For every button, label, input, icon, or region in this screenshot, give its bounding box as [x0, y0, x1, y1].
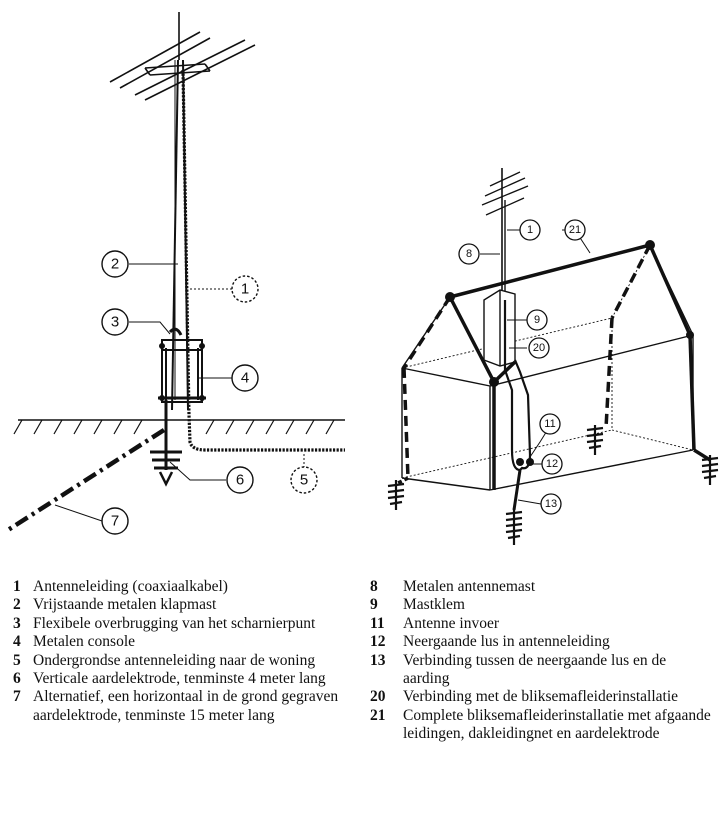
lightning-conductors [395, 243, 711, 490]
callout-11 [539, 413, 561, 435]
legend-item: 7 Alternatief, een horizontaal in de gron… [13, 688, 365, 725]
legend-text: Alternatief, een horizontaal in de grond… [33, 688, 339, 724]
earth-electrode-right [701, 455, 719, 485]
vertical-earth-electrode [150, 400, 182, 487]
legend-text: Verbinding met de bliksemafleiderinstall… [403, 688, 679, 706]
legend-text: Antenneleiding (coaxiaalkabel) [33, 578, 228, 595]
callout-6 [226, 466, 254, 494]
callout-label: 11 [544, 418, 555, 430]
callout-5 [290, 466, 318, 494]
left-callouts [101, 250, 318, 535]
legend-right: 8 Metalen antennemast 9 Mastklem 11 Antenne… [370, 578, 715, 744]
legend-text: Metalen antennemast [403, 578, 536, 595]
mast-housing [483, 289, 516, 367]
legend-number: 3 [13, 614, 21, 632]
callout-1 [231, 275, 259, 303]
callout-label: 9 [534, 314, 540, 326]
legend-number: 7 [13, 688, 21, 706]
callout-label: 12 [546, 458, 558, 470]
callout-label: 20 [533, 342, 545, 354]
junction-dots [445, 240, 694, 466]
legend-item: 2 Vrijstaande metalen klapmast [13, 596, 365, 614]
legend-item: 13 Verbinding tussen de neergaande lus en… [370, 652, 715, 689]
house-lightning-protection-figure: 1 21 8 9 20 11 12 13 [387, 168, 719, 545]
callout-21 [564, 219, 586, 241]
callout-label: 21 [569, 224, 581, 236]
horizontal-earth-electrode [6, 428, 166, 532]
callout-label: 13 [545, 498, 557, 510]
callout-label: 8 [466, 248, 472, 260]
earth-electrode-center [505, 508, 523, 545]
legend-number: 13 [370, 651, 386, 669]
legend-number: 11 [370, 614, 385, 632]
legend-number: 4 [13, 633, 21, 651]
callout-1 [519, 219, 541, 241]
legend-number: 5 [13, 651, 21, 669]
left-coax-cable [181, 69, 345, 452]
earth-electrode-back [586, 425, 604, 455]
callout-label: 3 [111, 314, 119, 331]
legend-text: Verbinding tussen de neergaande lus en d… [403, 651, 667, 688]
ground-surface [13, 419, 345, 435]
legend-item: 8 Metalen antennemast [370, 578, 715, 596]
metal-console [158, 339, 206, 403]
legend-item: 6 Verticale aardelektrode, tenminste 4 me… [13, 670, 365, 688]
callout-label: 2 [111, 256, 119, 273]
callout-2 [101, 250, 129, 278]
callout-12 [541, 453, 563, 475]
callout-9 [526, 309, 548, 331]
legend-item: 4 Metalen console [13, 633, 365, 651]
callout-7 [101, 507, 129, 535]
legend-text: Vrijstaande metalen klapmast [33, 596, 217, 614]
callout-label: 4 [241, 370, 249, 387]
callout-label: 1 [527, 224, 533, 236]
legend-text: Complete bliksemafleiderinstallatie met … [403, 706, 711, 743]
legend-text: Neergaande lus in antenneleiding [403, 633, 610, 651]
legend-item: 21 Complete bliksemafleiderinstallatie me… [370, 707, 715, 744]
callout-20 [528, 337, 550, 359]
house-outline [401, 244, 694, 491]
legend-item: 20 Verbinding met de bliksemafleiderinsta… [370, 688, 715, 706]
loop-to-earth-connection [512, 469, 522, 511]
legend-item: 11 Antenne invoer [370, 615, 715, 633]
freestanding-mast-figure: 2 1 3 4 6 5 7 [6, 12, 345, 535]
legend-number: 2 [13, 596, 21, 614]
callout-label: 7 [111, 513, 119, 530]
callout-4 [231, 364, 259, 392]
callout-label: 6 [236, 472, 244, 489]
legend-text: Flexibele overbrugging van het scharnier… [33, 614, 316, 632]
legend-item: 12 Neergaande lus in antenneleiding [370, 633, 715, 651]
legend-text: Antenne invoer [403, 614, 499, 632]
legend-item: 9 Mastklem [370, 596, 715, 614]
legend-text: Metalen console [33, 633, 136, 651]
legend-number: 1 [13, 578, 21, 595]
callout-13 [540, 493, 562, 515]
legend-number: 6 [13, 670, 21, 688]
antenna-grounding-diagram: 2 1 3 4 6 5 7 [6, 12, 719, 545]
legend-left: 1 Antenneleiding (coaxiaalkabel) 2 Vrijsta… [13, 578, 365, 725]
legend-number: 8 [370, 578, 378, 595]
legend-item: 5 Ondergrondse antenneleiding naar de won… [13, 652, 365, 670]
legend-text: Mastklem [403, 596, 465, 614]
right-callouts [458, 219, 586, 515]
callout-8 [458, 243, 480, 265]
legend-text: Ondergrondse antenneleiding naar de woni… [33, 651, 316, 669]
callout-3 [101, 308, 129, 336]
legend-item: 3 Flexibele overbrugging van het scharnie… [13, 615, 365, 633]
callout-label: 1 [241, 281, 249, 298]
legend-number: 20 [370, 688, 386, 706]
legend-number: 12 [370, 633, 386, 651]
legend-number: 9 [370, 596, 378, 614]
flexible-bridge [168, 327, 183, 336]
callout-label: 5 [300, 472, 308, 489]
legend-text: Verticale aardelektrode, tenminste 4 met… [33, 670, 326, 688]
house-earth-electrodes [387, 425, 719, 545]
legend-number: 21 [370, 706, 386, 724]
legend-item: 1 Antenneleiding (coaxiaalkabel) [13, 578, 365, 596]
earth-electrode-front-left [387, 480, 405, 510]
